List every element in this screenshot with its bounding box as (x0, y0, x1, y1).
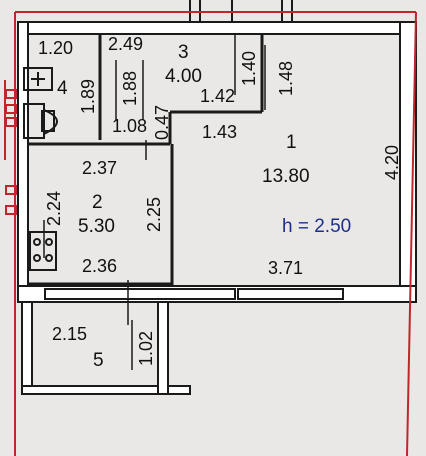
bath-icon (23, 67, 53, 91)
dim-1-40: 1.40 (239, 51, 259, 86)
room-3-number: 3 (178, 42, 189, 63)
dim-1-43: 1.43 (202, 122, 237, 142)
dim-4-20: 4.20 (382, 145, 402, 180)
dim-2-24: 2.24 (44, 191, 64, 226)
red-boundary (4, 11, 417, 456)
dim-2-36: 2.36 (82, 256, 117, 276)
room-2-number: 2 (92, 192, 103, 213)
room-5-number: 5 (93, 350, 104, 371)
dim-1-88: 1.88 (120, 71, 140, 106)
room-4-number: 4 (57, 78, 68, 99)
dim-0-47: 0.47 (152, 105, 172, 140)
dim-2-15: 2.15 (52, 324, 87, 344)
toilet-icon (23, 103, 58, 139)
dimension-lines (43, 34, 266, 370)
dim-1-02: 1.02 (136, 331, 156, 366)
ceiling-height-note: h = 2.50 (282, 216, 351, 237)
stove-icon (29, 231, 57, 271)
dim-1-20: 1.20 (38, 38, 73, 58)
room-3-area: 4.00 (165, 66, 202, 87)
dim-1-89: 1.89 (78, 79, 98, 114)
room-2-area: 5.30 (78, 216, 115, 237)
dim-2-25: 2.25 (144, 197, 164, 232)
room-1-number: 1 (286, 132, 297, 153)
room-1-area: 13.80 (262, 166, 310, 187)
dim-2-49: 2.49 (108, 34, 143, 54)
dim-2-37: 2.37 (82, 158, 117, 178)
dim-1-42: 1.42 (200, 86, 235, 106)
dim-1-48: 1.48 (276, 61, 296, 96)
bottom-window (44, 288, 344, 300)
partitions (28, 34, 264, 286)
dim-1-08: 1.08 (112, 116, 147, 136)
dim-3-71: 3.71 (268, 258, 303, 278)
